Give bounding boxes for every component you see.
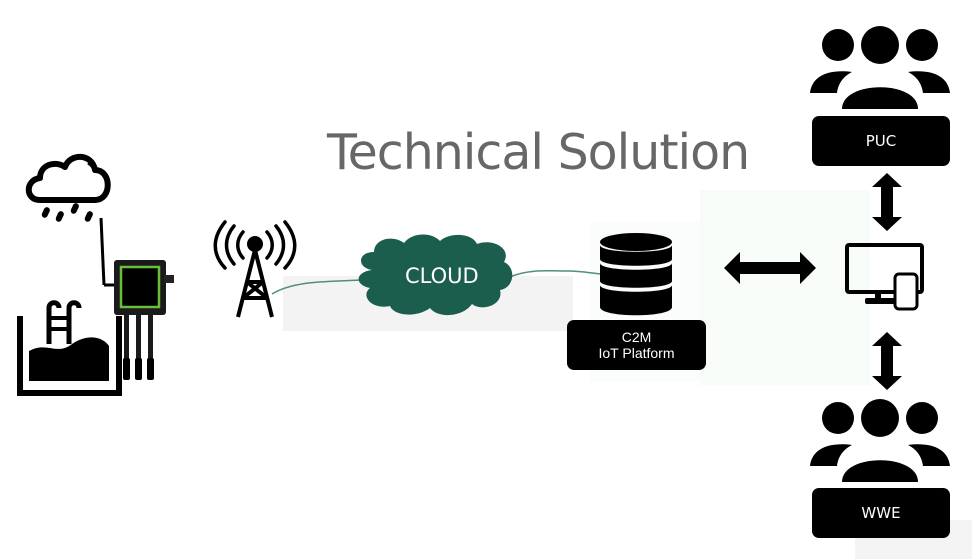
rain-cloud-icon	[25, 153, 111, 222]
background-patch	[700, 190, 870, 385]
platform-subtitle: IoT Platform	[598, 345, 675, 361]
double-arrow-vertical-icon	[872, 173, 902, 231]
user-group-icon	[810, 26, 950, 109]
cloud-label: CLOUD	[405, 264, 479, 288]
diagram-title: Technical Solution	[327, 124, 750, 181]
cell-tower-icon	[213, 220, 297, 318]
user-group-icon	[810, 399, 950, 482]
database-icon	[600, 233, 672, 316]
double-arrow-vertical-icon	[872, 332, 902, 390]
swimming-pool-icon	[17, 300, 122, 396]
monitor-phone-icon	[845, 243, 924, 311]
puc-label: PUC	[812, 116, 950, 166]
double-arrow-horizontal-icon	[724, 252, 816, 284]
c2m-platform-label: C2M IoT Platform	[567, 320, 706, 370]
platform-name: C2M	[621, 329, 652, 345]
wwe-label: WWE	[812, 488, 950, 538]
iot-gateway-device-icon	[99, 217, 174, 380]
tower-cloud-link	[271, 279, 361, 295]
cloud-icon	[358, 234, 513, 316]
